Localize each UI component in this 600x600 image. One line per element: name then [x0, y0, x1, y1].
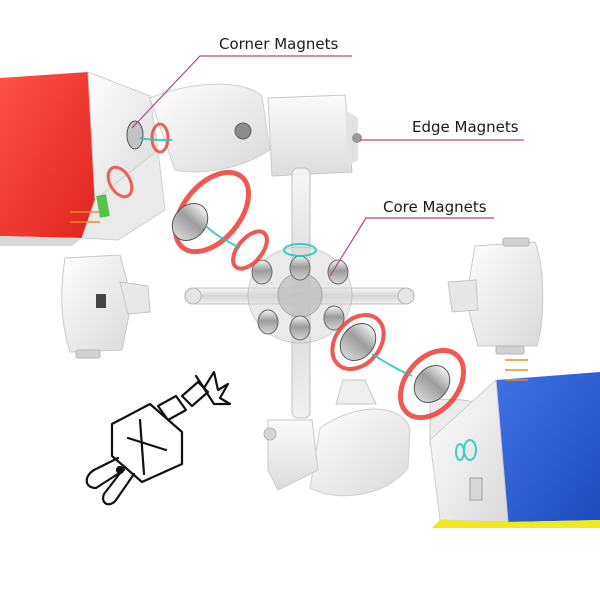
corner-shell-top	[149, 83, 271, 173]
magnet-stacks-orange	[70, 211, 528, 381]
core-frame	[184, 167, 415, 419]
core-magnet-cluster	[251, 255, 349, 341]
edge-piece-bottom	[263, 419, 319, 491]
small-center-cap	[335, 379, 377, 405]
callout-leader-lines	[131, 55, 524, 277]
cube-figure-sketch-icon	[85, 370, 232, 506]
magnetic-field-waves	[139, 137, 477, 461]
core-magnet-pair-lower	[330, 313, 467, 421]
blue-corner-piece	[429, 372, 600, 528]
red-corner-piece	[0, 71, 166, 246]
core-magnets-label: Core Magnets	[383, 198, 487, 216]
edge-magnets-label: Edge Magnets	[412, 118, 519, 136]
edge-piece-top	[267, 94, 362, 177]
corner-magnet-pair-top	[106, 120, 170, 199]
core-magnets-leader	[329, 217, 494, 277]
edge-piece-left	[61, 254, 151, 359]
edge-piece-right	[447, 237, 544, 355]
corner-magnets-leader	[131, 55, 352, 129]
corner-magnets-label: Corner Magnets	[219, 35, 339, 53]
core-magnet-pair-upper	[171, 169, 269, 271]
corner-shell-bottom	[309, 408, 411, 497]
